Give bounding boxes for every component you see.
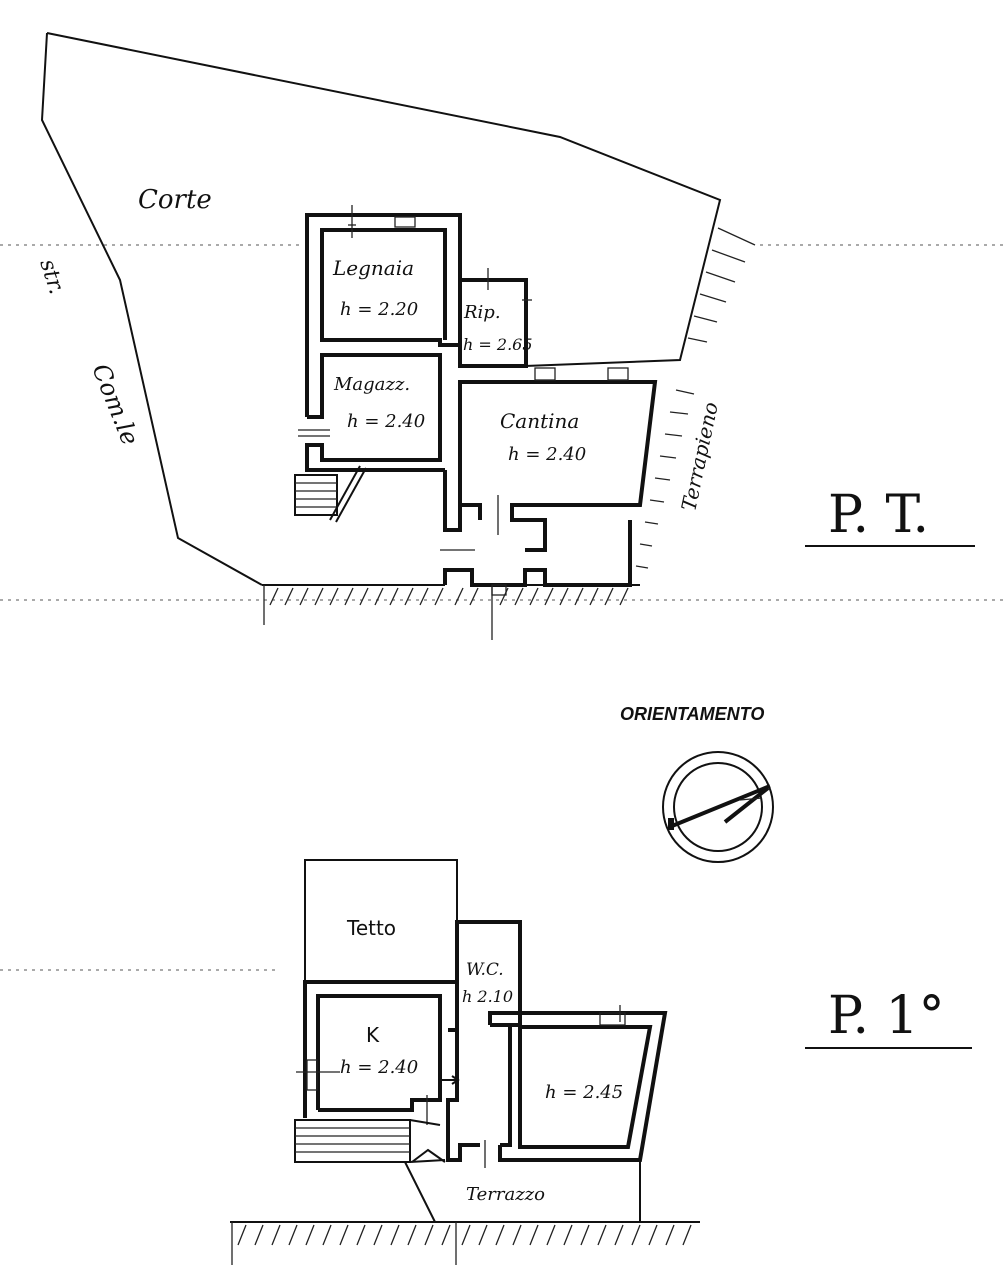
embankment-hatch [635,227,756,569]
room-cantina: Cantina h = 2.40 [440,367,658,596]
room-height: h = 2.40 [508,444,586,465]
site-boundary [40,32,263,586]
room-name: Cantina [500,409,579,433]
window-icon [599,1012,626,1026]
window-icon [394,216,416,228]
room-wc: W.C. h 2.10 [448,920,522,1032]
exterior-stair-ground [294,465,367,523]
room-height: h 2.10 [462,987,513,1006]
first-floor-plan: Tetto W.C. h 2.10 K h = 2.40 [230,859,972,1265]
room-kitchen: K h = 2.40 [296,980,460,1125]
room-height: h = 2.45 [545,1082,623,1103]
room-height: h = 2.40 [340,1057,418,1078]
room-rip: Rip. h = 2.65 [458,268,533,368]
ground-floor-title: P. T. [828,485,929,545]
scan-artifacts [0,244,1004,971]
room-name: W.C. [466,960,504,980]
window-icon [534,367,556,381]
terrace-label: Terrazzo [466,1184,545,1205]
ground-floor-plan: Legnaia h = 2.20 Rip. h = 2.65 Magazz. h… [34,32,975,640]
ground-hatch-first-floor [230,1221,700,1265]
street-label-1: str. [34,256,69,297]
room-name: Magazz. [333,374,410,395]
room-height: h = 2.20 [340,299,418,320]
room-name: Tetto [346,916,396,940]
ground-hatch-ground-floor [262,584,640,640]
first-floor-title: P. 1° [828,986,945,1046]
room-height: h = 2.65 [463,335,533,354]
roof-area: Tetto [304,859,458,983]
room-height: h = 2.40 [347,411,425,432]
room-legnaia: Legnaia h = 2.20 [305,205,462,417]
room-magazzino: Magazz. h = 2.40 [298,353,445,472]
orientation-label: ORIENTAMENTO [620,704,764,724]
embankment-label: Terrapieno [676,400,722,513]
exterior-stair-first [294,1119,446,1163]
orientation-compass: ORIENTAMENTO [620,704,774,863]
room-name: K [366,1023,380,1047]
courtyard-label: Corte [138,185,212,215]
window-icon [607,367,629,381]
terrace: Terrazzo [404,1148,641,1223]
street-label-2: Com.le [86,360,144,449]
room-name: Rip. [463,302,501,323]
room-main-first: h = 2.45 [446,1005,668,1168]
room-name: Legnaia [332,256,414,280]
